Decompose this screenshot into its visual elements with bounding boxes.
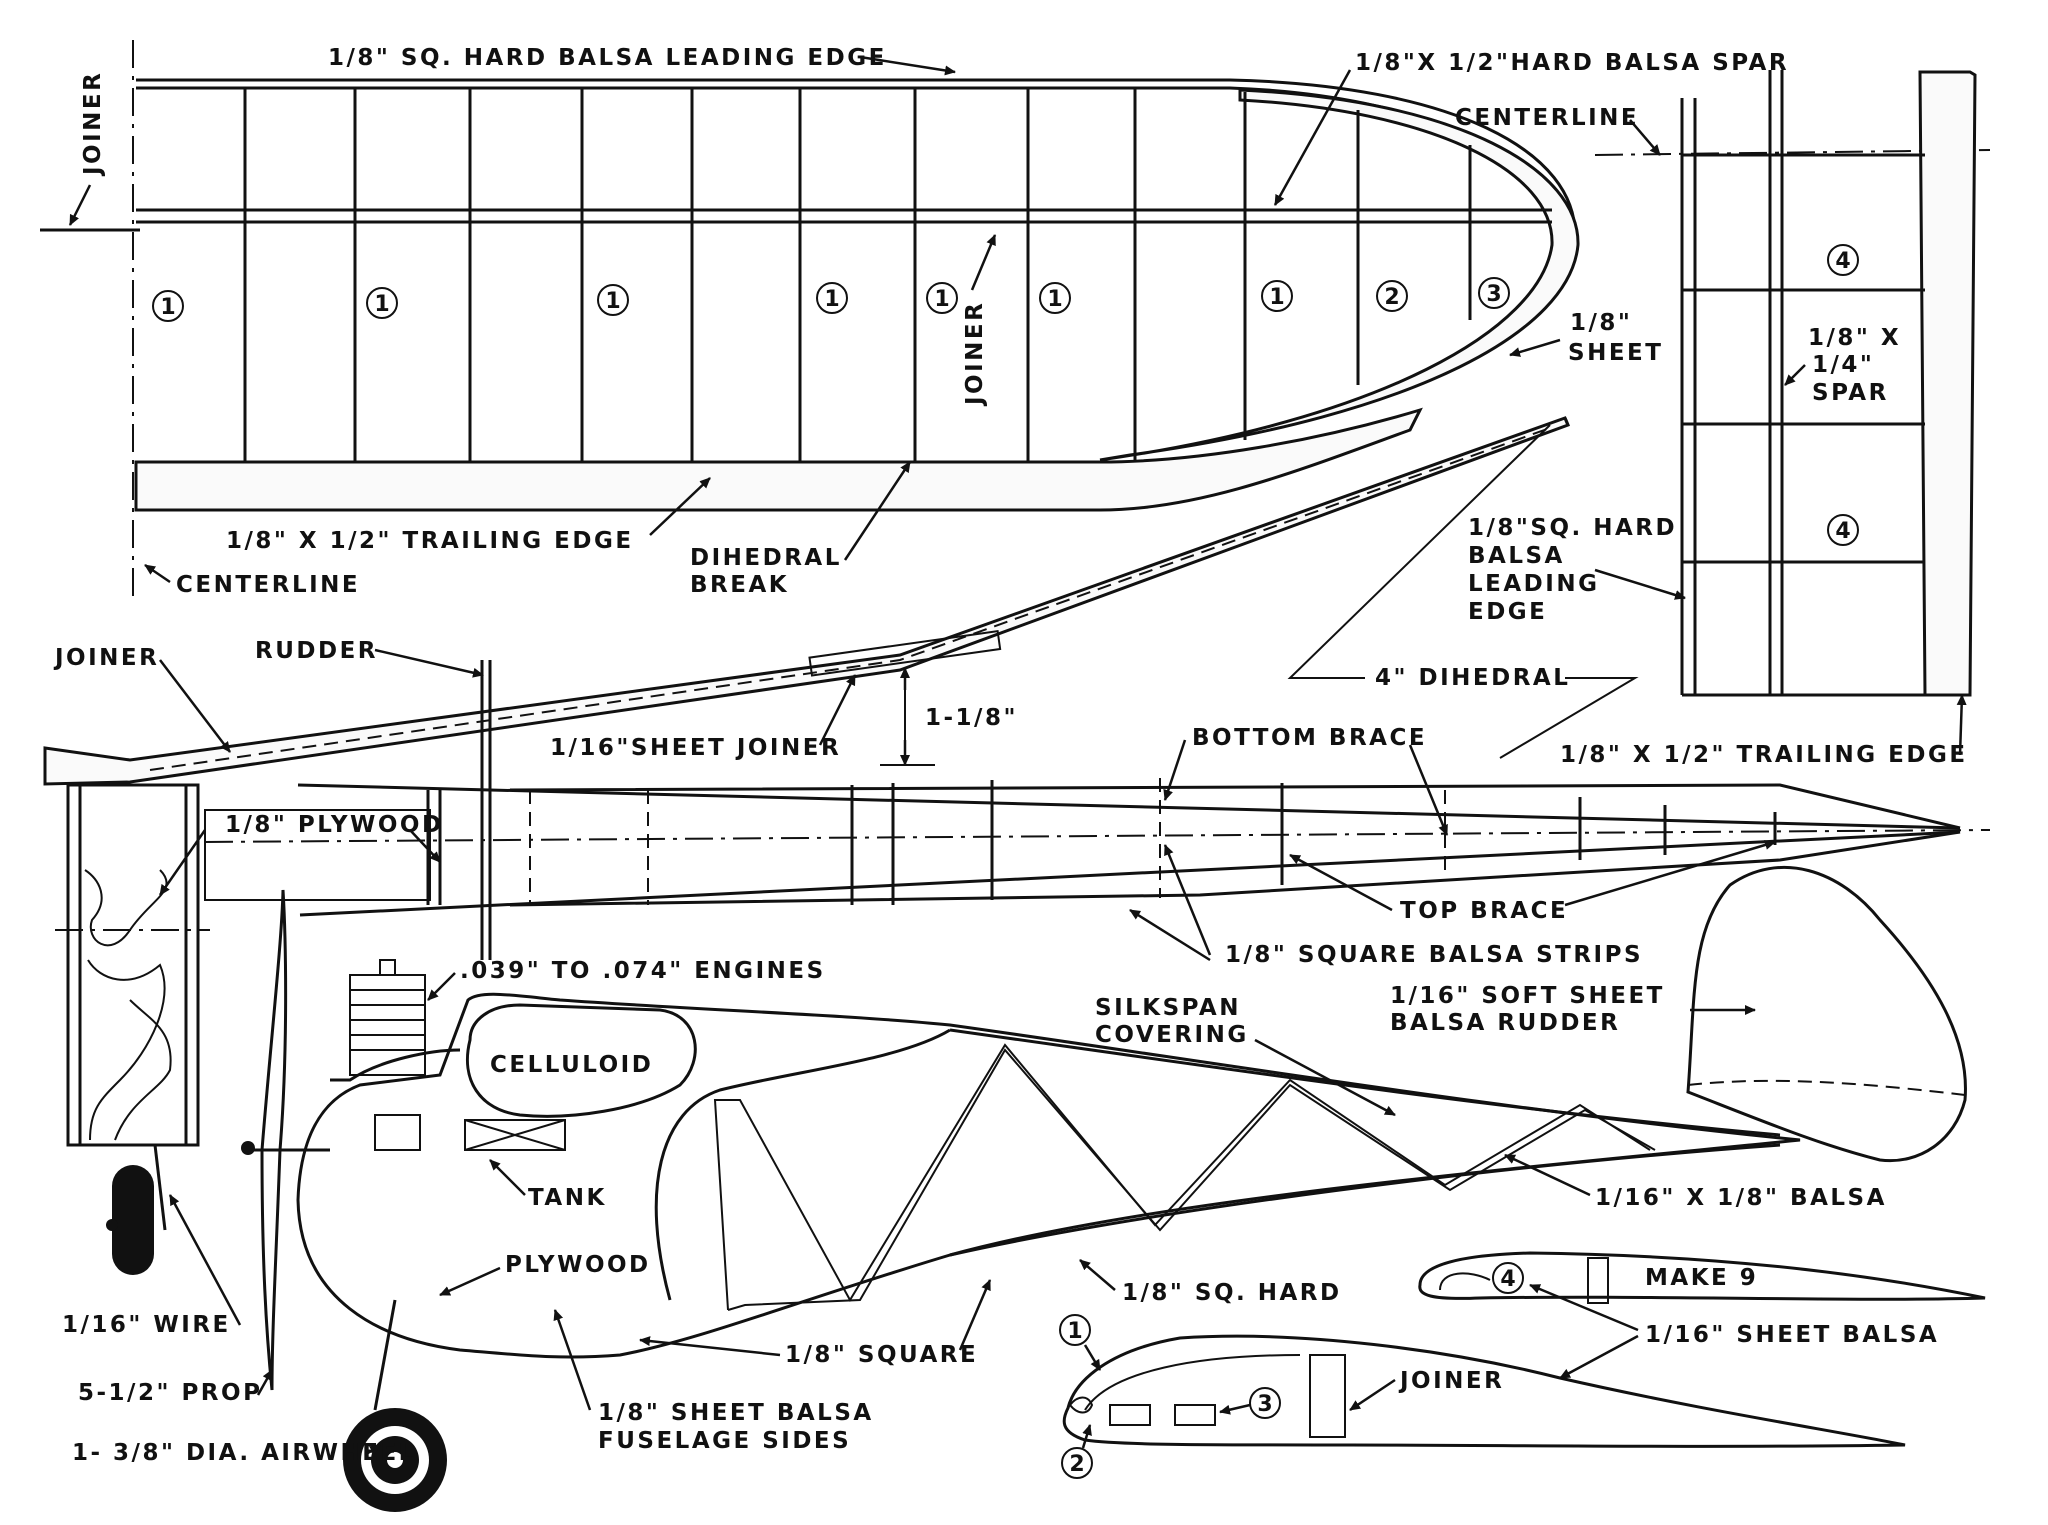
stabilizer-rib-section: 4 MAKE 9 <box>1418 1251 1986 1304</box>
label-leading-edge: 1/8" SQ. HARD BALSA LEADING EDGE <box>328 45 887 71</box>
label-wire: 1/16" WIRE <box>62 1312 231 1338</box>
wing-rib-section: 1 2 3 JOINER 1/16" SHEET BALSA <box>1059 1283 1939 1479</box>
label-dihedral: DIHEDRAL <box>690 545 842 571</box>
svg-text:1: 1 <box>1269 285 1284 310</box>
svg-text:1: 1 <box>1067 1319 1082 1344</box>
rudder-side-view: 1/16" SOFT SHEET BALSA RUDDER <box>1390 865 1967 1163</box>
wing-rib-numbers: 1 1 1 1 1 1 1 2 3 <box>152 277 1510 322</box>
label-sheet-balsa: 1/16" SHEET BALSA <box>1645 1322 1939 1348</box>
svg-text:3: 3 <box>1257 1392 1272 1417</box>
svg-text:3: 3 <box>1486 282 1501 307</box>
label-covering: COVERING <box>1095 1022 1249 1048</box>
engine-cylinder <box>349 959 426 1076</box>
label-centerline-tail: CENTERLINE <box>1455 105 1639 131</box>
label-prop: 5-1/2" PROP <box>78 1380 262 1406</box>
label-rudder-front: RUDDER <box>255 638 378 664</box>
rib-number-1: 1 <box>152 290 184 322</box>
fuselage-side-view: CELLULOID .039" TO .074" ENGINES SILKSPA… <box>62 889 1887 1512</box>
svg-text:2: 2 <box>1384 285 1399 310</box>
label-plywood-18: 1/8" PLYWOOD <box>225 812 444 838</box>
rib-number-1: 1 <box>597 284 629 316</box>
label-square-18: 1/8" SQUARE <box>785 1342 978 1368</box>
rib-number-1: 1 <box>926 282 958 314</box>
label-joiner-front: JOINER <box>53 645 159 671</box>
svg-text:1: 1 <box>605 289 620 314</box>
label-bottom-brace: BOTTOM BRACE <box>1192 725 1427 751</box>
label-tank: TANK <box>528 1185 607 1211</box>
svg-text:1: 1 <box>1047 287 1062 312</box>
label-airwheel: 1- 3/8" DIA. AIRWHEEL <box>72 1440 416 1466</box>
svg-text:1: 1 <box>160 295 175 320</box>
label-dihedral-height: 1-1/8" <box>925 705 1018 731</box>
label-le-tail-4: EDGE <box>1468 599 1547 625</box>
fuselage-front-view <box>55 783 210 1275</box>
fuselage-top-view: BOTTOM BRACE 1/8" PLYWOOD TOP BRACE 1/8"… <box>158 660 1991 968</box>
label-spar-tail-3: SPAR <box>1812 380 1889 406</box>
label-spar-tail-1: 1/8" X <box>1808 325 1901 351</box>
label-le-tail-2: BALSA <box>1468 543 1565 569</box>
label-celluloid: CELLULOID <box>490 1052 653 1078</box>
label-joiner-rib: JOINER <box>1398 1368 1504 1394</box>
svg-text:4: 4 <box>1500 1267 1515 1292</box>
rib-number-1: 1 <box>816 282 848 314</box>
label-4-dihedral: 4" DIHEDRAL <box>1375 665 1570 691</box>
svg-text:1: 1 <box>374 292 389 317</box>
section-number-3: 3 <box>1249 1387 1281 1419</box>
label-le-tail-1: 1/8"SQ. HARD <box>1468 515 1677 541</box>
section-number-1: 1 <box>1059 1314 1091 1346</box>
label-break: BREAK <box>690 572 789 598</box>
rib-number-3: 3 <box>1478 277 1510 309</box>
label-engines: .039" TO .074" ENGINES <box>460 958 826 984</box>
svg-text:2: 2 <box>1069 1452 1084 1477</box>
svg-text:4: 4 <box>1835 249 1850 274</box>
label-make-9: MAKE 9 <box>1645 1265 1758 1291</box>
wing-ribs <box>243 88 1472 462</box>
label-plywood: PLYWOOD <box>505 1252 651 1278</box>
svg-text:1: 1 <box>934 287 949 312</box>
tail-rib-number-4: 4 <box>1827 514 1859 546</box>
wing-front-view: JOINER RUDDER 1/16"SHEET JOINER 1-1/8" 4… <box>43 416 1639 786</box>
label-joiner-vertical: JOINER <box>80 71 106 177</box>
svg-text:1: 1 <box>824 287 839 312</box>
label-spar: 1/8"X 1/2"HARD BALSA SPAR <box>1355 50 1789 76</box>
label-centerline: CENTERLINE <box>176 572 360 598</box>
section-number-4: 4 <box>1492 1262 1524 1294</box>
label-sheet-joiner: 1/16"SHEET JOINER <box>550 735 841 761</box>
section-number-2: 2 <box>1061 1447 1093 1479</box>
rib-number-2: 2 <box>1376 280 1408 312</box>
label-rudder-sheet-2: BALSA RUDDER <box>1390 1010 1620 1036</box>
label-rudder-sheet-1: 1/16" SOFT SHEET <box>1390 983 1665 1009</box>
rib-number-1: 1 <box>366 287 398 319</box>
label-joiner-mid: JOINER <box>962 301 988 407</box>
label-square-strips: 1/8" SQUARE BALSA STRIPS <box>1225 942 1643 968</box>
tail-rib-number-4: 4 <box>1827 244 1859 276</box>
label-sq-hard: 1/8" SQ. HARD <box>1122 1280 1342 1306</box>
svg-text:4: 4 <box>1835 519 1850 544</box>
rib-number-1: 1 <box>1039 282 1071 314</box>
label-balsa-16-8: 1/16" X 1/8" BALSA <box>1595 1185 1887 1211</box>
stabilizer-plan-view: 4 4 CENTERLINE 1/8" X 1/4" SPAR 1/8"SQ. … <box>1455 70 1991 768</box>
wing-plan-view: 1 1 1 1 1 1 1 2 3 1/8" SQ. HARD BALSA LE… <box>40 40 1789 600</box>
label-fuselage-sides-2: FUSELAGE SIDES <box>598 1428 851 1454</box>
label-fuselage-sides-1: 1/8" SHEET BALSA <box>598 1400 874 1426</box>
label-sheet: SHEET <box>1568 340 1663 366</box>
label-sheet-size: 1/8" <box>1570 310 1632 336</box>
label-silkspan: SILKSPAN <box>1095 995 1241 1021</box>
rib-number-1: 1 <box>1261 280 1293 312</box>
label-trailing-edge-tail: 1/8" X 1/2" TRAILING EDGE <box>1560 742 1968 768</box>
label-trailing-edge: 1/8" X 1/2" TRAILING EDGE <box>226 528 634 554</box>
label-le-tail-3: LEADING <box>1468 571 1599 597</box>
label-top-brace: TOP BRACE <box>1400 898 1568 924</box>
label-spar-tail-2: 1/4" <box>1812 352 1874 378</box>
